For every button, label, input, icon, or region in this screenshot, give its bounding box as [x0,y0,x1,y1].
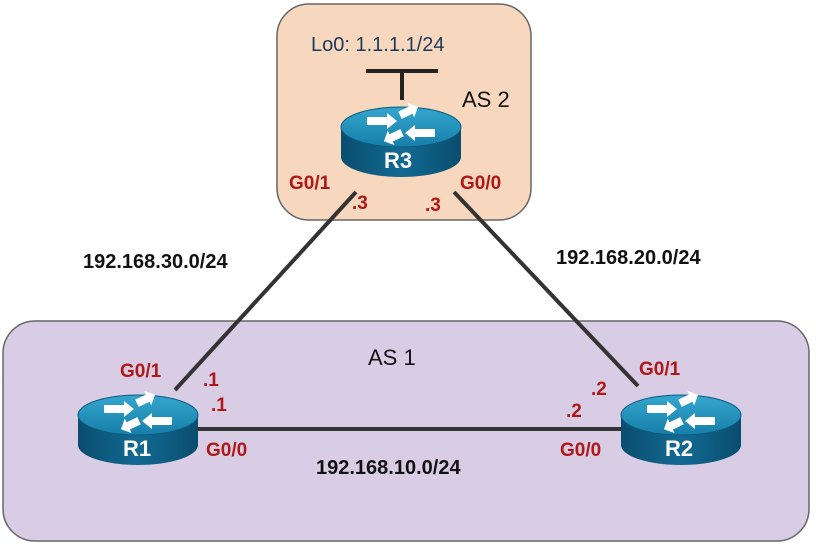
router-icon [340,99,462,177]
r1-g00-host-label: .1 [211,395,227,416]
router-icon [77,387,199,465]
r1-g00-interface-label: G0/0 [206,440,248,461]
router-r1[interactable] [77,387,199,465]
link-r2-r3 [452,190,640,388]
r1-g01-host-label: .1 [203,370,219,391]
loopback-interface-icon [366,69,438,100]
r2-g01-interface-label: G0/1 [639,359,681,380]
r1-g01-interface-label: G0/1 [120,361,162,382]
router-icon [620,387,742,465]
router-r3-name: R3 [384,148,413,173]
router-r2[interactable] [620,387,742,465]
r3-g00-host-label: .3 [425,195,441,216]
r3-g00-interface-label: G0/0 [460,173,502,194]
network-r1-r3-label: 192.168.30.0/24 [83,251,228,273]
r2-g00-interface-label: G0/0 [560,440,602,461]
router-r3[interactable] [340,99,462,177]
loopback-label: Lo0: 1.1.1.1/24 [311,34,445,56]
r2-g00-host-label: .2 [566,401,582,422]
r3-g01-interface-label: G0/1 [289,173,331,194]
as1-label: AS 1 [368,345,416,370]
network-r2-r3-label: 192.168.20.0/24 [556,247,701,269]
router-r1-name: R1 [123,436,152,461]
router-r2-name: R2 [665,436,694,461]
network-r1-r2-label: 192.168.10.0/24 [316,457,461,479]
r3-g01-host-label: .3 [352,193,368,214]
as2-label: AS 2 [462,87,510,112]
r2-g01-host-label: .2 [591,379,607,400]
link-r1-r3 [173,190,358,392]
